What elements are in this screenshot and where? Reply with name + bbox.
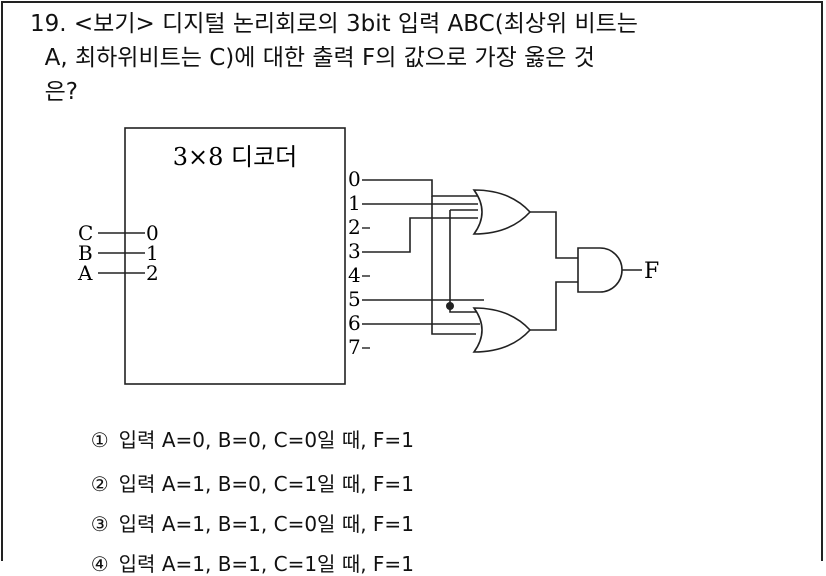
decoder-title: 3×8 디코더 — [173, 143, 298, 171]
output-pin-6: 6 — [348, 311, 361, 335]
option-2-text: 입력 A=1, B=0, C=1일 때, F=1 — [118, 472, 414, 496]
circuit-wires — [362, 179, 484, 335]
option-1-mark: ① — [90, 428, 109, 452]
output-pin-1: 1 — [348, 191, 361, 215]
decoder-box — [124, 127, 346, 385]
output-pin-0: 0 — [348, 167, 361, 191]
output-pin-3: 3 — [348, 239, 361, 263]
option-3-text: 입력 A=1, B=1, C=0일 때, F=1 — [118, 512, 414, 536]
decoder-inputs: C B A 0 1 2 — [77, 221, 159, 285]
output-pin-4: 4 — [348, 263, 361, 287]
output-pin-2: 2 — [348, 215, 361, 239]
option-4-text: 입력 A=1, B=1, C=1일 때, F=1 — [118, 552, 414, 576]
output-pin-7: 7 — [348, 335, 361, 359]
input-label-c: C — [78, 221, 93, 245]
option-4-mark: ④ — [90, 552, 109, 576]
output-pin-5: 5 — [348, 287, 361, 311]
question-frame — [1, 1, 823, 561]
input-pin-0: 0 — [146, 221, 159, 245]
wire-junction — [446, 302, 454, 310]
option-4[interactable]: ④ 입력 A=1, B=1, C=1일 때, F=1 — [78, 528, 414, 576]
or-gate-upper — [472, 189, 532, 235]
or-gate-lower — [472, 307, 532, 353]
input-label-b: B — [78, 241, 93, 265]
input-pin-1: 1 — [146, 241, 159, 265]
option-3[interactable]: ③ 입력 A=1, B=1, C=0일 때, F=1 — [78, 488, 414, 536]
option-1-text: 입력 A=0, B=0, C=0일 때, F=1 — [118, 428, 414, 452]
option-3-mark: ③ — [90, 512, 109, 536]
option-1[interactable]: ① 입력 A=0, B=0, C=0일 때, F=1 — [78, 404, 414, 452]
input-pin-2: 2 — [146, 261, 159, 285]
decoder-outputs: 0 1 2 3 4 5 6 7 — [348, 167, 370, 359]
and-input-wires — [530, 211, 578, 331]
question-line-3: 은? — [30, 79, 78, 105]
logic-circuit-diagram: 3×8 디코더 C B A 0 1 2 0 1 2 3 4 5 6 7 — [77, 127, 659, 385]
input-label-a: A — [77, 261, 93, 285]
output-label-f: F — [644, 259, 659, 284]
and-gate — [577, 247, 623, 293]
question-line-2: A, 최하위비트는 C)에 대한 출력 F의 값으로 가장 옳은 것 — [30, 45, 595, 71]
option-2[interactable]: ② 입력 A=1, B=0, C=1일 때, F=1 — [78, 448, 414, 496]
option-2-mark: ② — [90, 472, 109, 496]
question-line-1: 19. <보기> 디지털 논리회로의 3bit 입력 ABC(최상위 비트는 — [30, 11, 638, 37]
